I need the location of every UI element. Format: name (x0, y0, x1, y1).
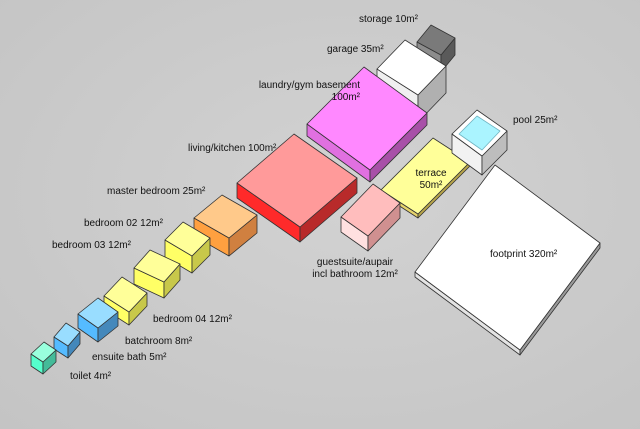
bedroom04-top-face (103, 276, 148, 313)
label-bedroom02: bedroom 02 12m² (84, 218, 163, 229)
label-laundry-line2: 100m² (331, 92, 360, 103)
label-living: living/kitchen 100m² (188, 143, 277, 154)
label-guestsuite: guestsuite/aupair incl bathroom 12m² (300, 257, 410, 281)
ensuite-top-face (53, 322, 81, 347)
label-terrace: terrace 50m² (406, 168, 456, 192)
footprint-top-face (414, 164, 601, 351)
master-top-face (193, 194, 258, 239)
label-storage: storage 10m² (359, 14, 418, 25)
label-master: master bedroom 25m² (107, 186, 206, 197)
label-guestsuite-line1: guestsuite/aupair (316, 257, 394, 268)
label-bedroom04: bedroom 04 12m² (153, 314, 232, 325)
label-terrace-line2: 50m² (419, 180, 443, 191)
bedroom03-top-face (133, 249, 181, 283)
label-laundry-line1: laundry/gym basement (258, 80, 360, 91)
label-guestsuite-line2: incl bathroom 12m² (312, 269, 398, 280)
garage-top-face (376, 39, 447, 96)
laundry-top-face (306, 66, 428, 171)
pool-water (458, 115, 501, 151)
label-terrace-line1: terrace (415, 168, 447, 179)
label-laundry: laundry/gym basement 100m² (210, 80, 360, 104)
guestsuite-top-face (340, 183, 401, 237)
label-batchroom: batchroom 8m² (125, 336, 193, 347)
label-garage: garage 35m² (327, 44, 384, 55)
label-ensuite: ensuite bath 5m² (92, 352, 167, 363)
storage-top-face (416, 24, 456, 56)
batchroom-top-face (77, 297, 119, 329)
label-pool: pool 25m² (513, 115, 558, 126)
living-top-face (236, 133, 358, 228)
label-bedroom03: bedroom 03 12m² (52, 240, 131, 251)
label-toilet: toilet 4m² (70, 371, 112, 382)
toilet-top-face (30, 341, 57, 363)
bedroom02-top-face (164, 221, 211, 257)
label-footprint: footprint 320m² (490, 249, 558, 260)
